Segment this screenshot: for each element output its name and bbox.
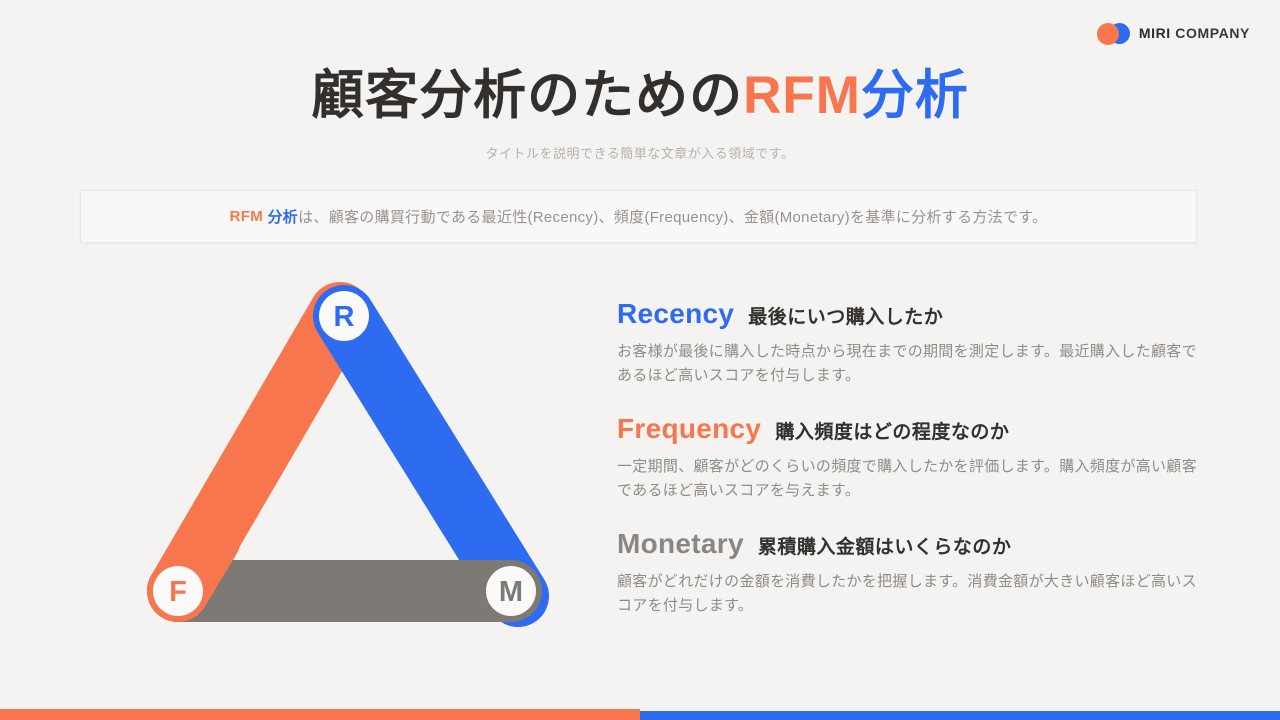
title-rfm: RFM <box>743 66 861 125</box>
section-recency-heading: 最後にいつ購入したか <box>748 307 944 328</box>
section-frequency-name: Frequency <box>617 413 762 444</box>
summary-analysis: 分析 <box>267 209 299 226</box>
logo-circles-icon <box>1096 22 1131 45</box>
logo-text: MIRI COMPANY <box>1139 25 1250 41</box>
logo-name-rest: COMPANY <box>1175 25 1250 41</box>
triangle-side-recency-monetary <box>313 285 549 627</box>
logo-orange-circle-icon <box>1096 23 1119 45</box>
section-monetary-body: 顧客がどれだけの金額を消費したかを把握します。消費金額が大きい顧客ほど高いスコア… <box>617 573 1197 614</box>
section-monetary-name: Monetary <box>617 528 744 559</box>
node-label-recency: R <box>334 301 355 333</box>
node-label-monetary: M <box>499 576 523 608</box>
footer-accent-blue <box>640 711 1280 720</box>
section-frequency-body: 一定期間、顧客がどのくらいの頻度で購入したかを評価します。購入頻度が高い顧客であ… <box>617 458 1197 499</box>
node-label-frequency: F <box>169 576 187 608</box>
section-recency-body: お客様が最後に購入した時点から現在までの期間を測定します。最近購入した顧客である… <box>617 343 1197 384</box>
summary-rfm: RFM <box>229 208 268 225</box>
summary-box: RFM 分析は、顧客の購買行動である最近性(Recency)、頻度(Freque… <box>80 190 1197 243</box>
node-circle-recency <box>319 291 369 341</box>
section-frequency-heading: 購入頻度はどの程度なのか <box>775 422 1010 443</box>
title-suffix: 分析 <box>860 66 969 125</box>
rfm-triangle-diagram: R F M <box>147 282 549 627</box>
node-circle-monetary <box>486 566 536 616</box>
section-recency: Recency 最後にいつ購入したか お客様が最後に購入した時点から現在までの期… <box>617 298 1197 388</box>
section-frequency-header: Frequency 購入頻度はどの程度なのか <box>617 413 1197 445</box>
footer-accent-orange <box>0 709 640 720</box>
section-recency-name: Recency <box>617 298 735 329</box>
page-title: 顧客分析のためのRFM分析 <box>0 64 1280 128</box>
subtitle: タイトルを説明できる簡単な文章が入る領域です。 <box>485 146 795 161</box>
title-prefix: 顧客分析のための <box>311 66 744 125</box>
section-monetary-header: Monetary 累積購入金額はいくらなのか <box>617 528 1197 560</box>
section-frequency: Frequency 購入頻度はどの程度なのか 一定期間、顧客がどのくらいの頻度で… <box>617 413 1197 503</box>
logo-name-bold: MIRI <box>1138 25 1171 41</box>
section-monetary-heading: 累積購入金額はいくらなのか <box>757 537 1012 558</box>
summary-body: は、顧客の購買行動である最近性(Recency)、頻度(Frequency)、金… <box>298 209 1048 226</box>
company-logo: MIRI COMPANY <box>1096 22 1250 45</box>
section-recency-header: Recency 最後にいつ購入したか <box>617 298 1197 330</box>
section-monetary: Monetary 累積購入金額はいくらなのか 顧客がどれだけの金額を消費したかを… <box>617 528 1197 618</box>
node-circle-frequency <box>153 566 203 616</box>
